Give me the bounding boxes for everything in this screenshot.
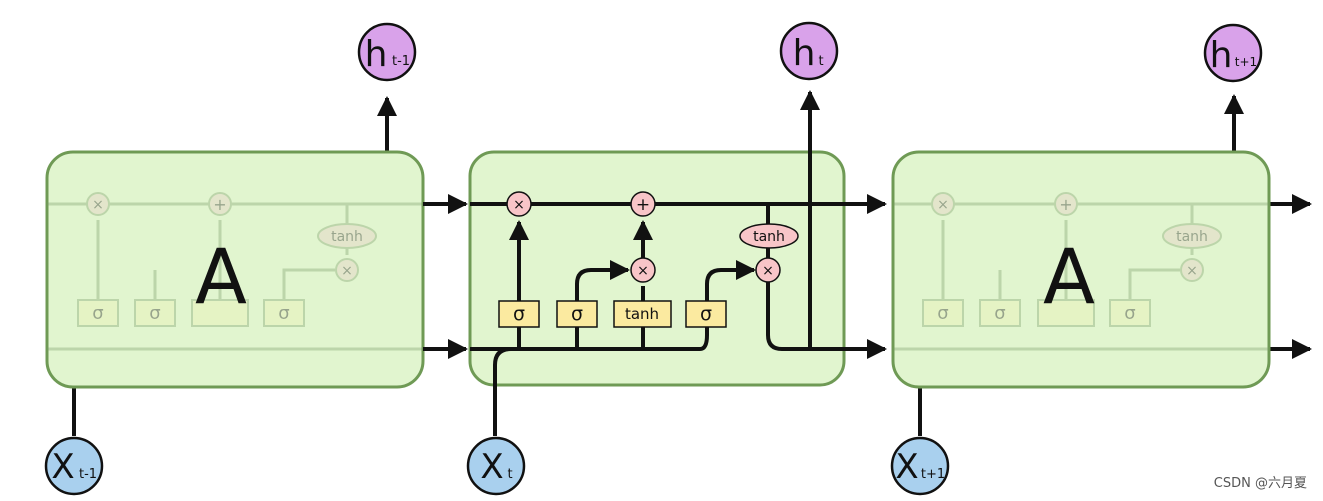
tanh-layer-label: tanh — [625, 305, 659, 323]
output-node-0-main: h — [365, 34, 388, 75]
mult-output-label: × — [762, 263, 774, 279]
ghost-tanh-label: tanh — [331, 229, 363, 245]
add-cell-node: + — [630, 191, 656, 217]
ghost-add-label: + — [1059, 195, 1072, 214]
output-node-1-sub: t — [818, 54, 823, 69]
cell-left: σ σ σ tanh × + × A — [45, 96, 425, 436]
ghost-sigma-label: σ — [994, 303, 1005, 324]
output-node-2-sub: t+1 — [1235, 55, 1257, 69]
watermark-text: CSDN @六月夏 — [1213, 476, 1307, 491]
ghost-mult-label: × — [937, 197, 949, 213]
input-node-1-sub: t — [507, 467, 512, 482]
output-node-1: h t — [779, 21, 839, 81]
input-node-2-main: X — [895, 447, 918, 487]
tanh-op-node: tanh — [739, 223, 799, 249]
ghost-add-label: + — [213, 195, 226, 214]
cell-label-right: A — [1043, 232, 1095, 321]
cell-label-left: A — [195, 232, 247, 321]
input-node-1-main: X — [480, 447, 503, 487]
hidden-state-out-arrow — [766, 282, 887, 359]
mult-forget-label: × — [513, 197, 525, 213]
sigma-gate-2-label: σ — [571, 303, 583, 325]
mult-forget-node: × — [506, 191, 532, 217]
input-node-0: X t-1 — [44, 436, 104, 496]
mult-input-node: × — [630, 257, 656, 283]
ghost-sigma-label: σ — [1124, 303, 1135, 324]
ghost-mult-label: × — [92, 197, 104, 213]
ghost-mult-label: × — [341, 263, 353, 279]
ghost-internals-left: σ σ σ tanh × + × — [47, 192, 423, 351]
input-node-2: X t+1 — [890, 436, 950, 496]
mult-input-label: × — [637, 263, 649, 279]
ghost-sigma-label: σ — [92, 303, 103, 324]
sigma-gate-3: σ — [685, 300, 727, 328]
input-gate-line — [575, 260, 630, 349]
ghost-internals-right: σ σ σ tanh × + × — [893, 192, 1269, 351]
cell-box-right — [891, 150, 1271, 389]
mult-output-node: × — [755, 257, 781, 283]
input-node-2-sub: t+1 — [921, 467, 945, 482]
ghost-tanh-label: tanh — [1176, 229, 1208, 245]
ghost-sigma-label: σ — [937, 303, 948, 324]
cell-right: σ σ σ tanh × + × A — [891, 94, 1312, 436]
input-node-0-main: X — [51, 447, 74, 487]
sigma-gate-2: σ — [556, 300, 598, 328]
input-node-0-sub: t-1 — [79, 467, 97, 482]
output-node-2: h t+1 — [1203, 23, 1263, 83]
cell-middle: × + × × tanh σ σ tanh — [423, 90, 887, 436]
input-node-1: X t — [466, 436, 526, 496]
output-node-0-sub: t-1 — [392, 54, 410, 69]
output-node-1-main: h — [793, 33, 816, 74]
output-node-0: h t-1 — [357, 22, 417, 82]
cell-box-left — [45, 150, 425, 389]
add-cell-label: + — [636, 195, 650, 215]
input-line-middle — [493, 347, 512, 436]
output-node-2-main: h — [1210, 35, 1233, 76]
ghost-mult-label: × — [1186, 263, 1198, 279]
sigma-gate-1-label: σ — [513, 303, 525, 325]
tanh-layer-gate: tanh — [613, 300, 672, 328]
ghost-sigma-label: σ — [278, 303, 289, 324]
sigma-gate-3-label: σ — [700, 303, 712, 325]
sigma-gate-1: σ — [498, 300, 540, 328]
tanh-op-label: tanh — [753, 229, 785, 245]
output-gate-line — [699, 260, 756, 351]
ghost-sigma-label: σ — [149, 303, 160, 324]
